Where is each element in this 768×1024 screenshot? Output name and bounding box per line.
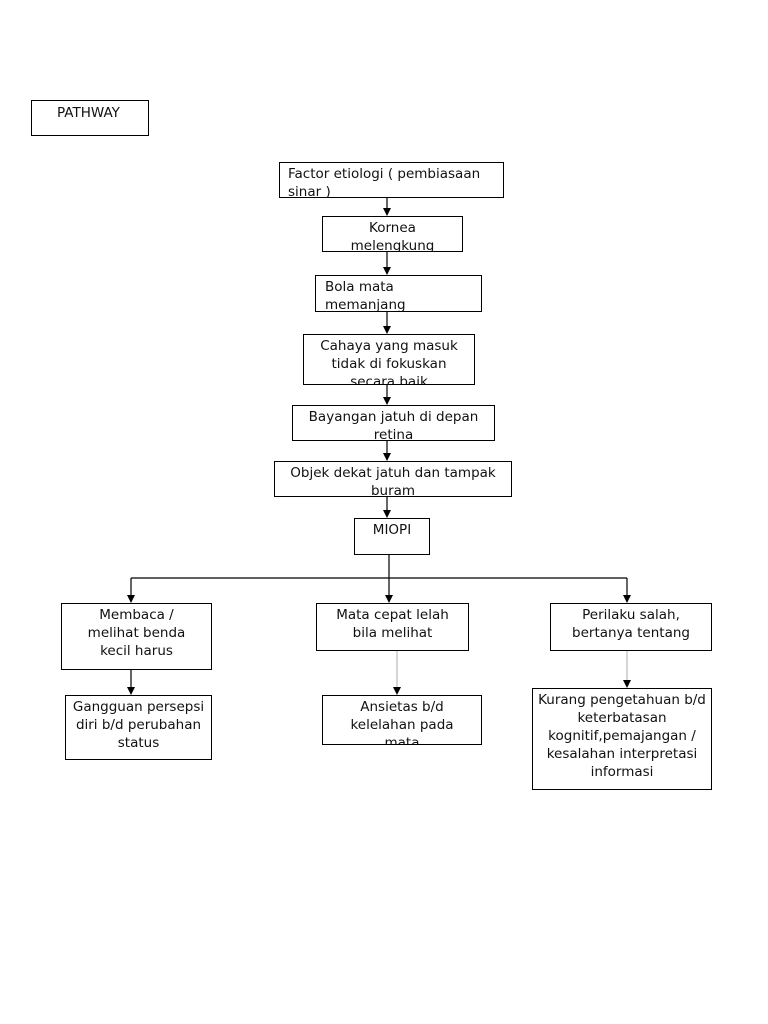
node-gangguan-persepsi: Gangguan persepsi diri b/d perubahan sta… <box>65 695 212 760</box>
node-objek-dekat: Objek dekat jatuh dan tampak buram <box>274 461 512 497</box>
node-cahaya-masuk: Cahaya yang masuk tidak di fokuskan seca… <box>303 334 475 385</box>
node-mata-cepat-lelah: Mata cepat lelah bila melihat <box>316 603 469 651</box>
pathway-title: PATHWAY <box>57 105 120 121</box>
node-ansietas: Ansietas b/d kelelahan pada mata <box>322 695 482 745</box>
node-factor-etiologi: Factor etiologi ( pembiasaan sinar ) <box>279 162 504 198</box>
node-bola-mata: Bola mata memanjang <box>315 275 482 312</box>
node-kurang-pengetahuan: Kurang pengetahuan b/d keterbatasan kogn… <box>532 688 712 790</box>
node-miopi: MIOPI <box>354 518 430 555</box>
node-membaca: Membaca / melihat benda kecil harus <box>61 603 212 670</box>
pathway-title-box: PATHWAY <box>31 100 149 136</box>
node-bayangan-jatuh: Bayangan jatuh di depan retina <box>292 405 495 441</box>
node-kornea-melengkung: Kornea melengkung <box>322 216 463 252</box>
node-perilaku-salah: Perilaku salah, bertanya tentang <box>550 603 712 651</box>
